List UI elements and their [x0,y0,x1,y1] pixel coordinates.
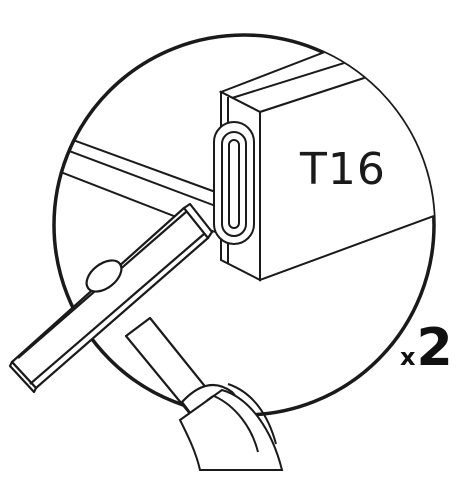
cam-dowel-icon [213,121,255,245]
part-label: T16 [300,144,386,195]
quantity-value: 2 [416,318,453,378]
quantity-label: x2 [400,322,453,374]
hand-icon [178,383,284,471]
quantity-prefix: x [400,343,416,371]
